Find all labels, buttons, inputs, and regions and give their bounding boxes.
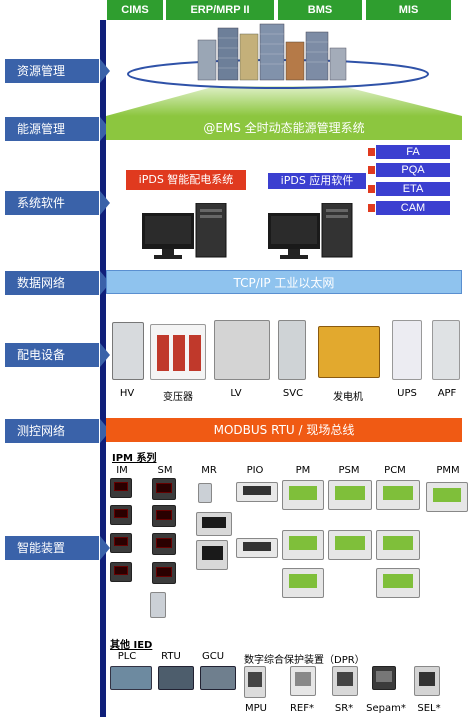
meter-mr (196, 512, 232, 536)
meter-pm (282, 568, 324, 598)
dpr-sr-image (332, 666, 358, 696)
layer-label-energy: 能源管理 (4, 116, 110, 142)
plc-image (110, 666, 152, 690)
ipm-series-title: IPM 系列 (112, 453, 157, 464)
transformer-image (150, 324, 206, 380)
ipm-model-mr: MR (201, 465, 217, 476)
gcu-image (200, 666, 236, 690)
layer-label-equipment: 配电设备 (4, 342, 110, 368)
din-rail-module (198, 483, 212, 503)
equipment-label-transformer: 变压器 (163, 392, 193, 403)
modbus-bar: MODBUS RTU / 现场总线 (106, 418, 462, 442)
ipm-model-sm: SM (157, 465, 173, 476)
hv-switchgear-image (112, 322, 144, 380)
other-ied-label-rtu: RTU (161, 651, 181, 662)
top-system-bms: BMS (278, 0, 362, 20)
other-ied-label-plc: PLC (117, 651, 137, 662)
meter-sm (152, 505, 176, 527)
equipment-label-hv: HV (119, 388, 135, 399)
layer-label-devices: 智能装置 (4, 535, 110, 561)
dpr-label-sr: SR* (334, 703, 354, 714)
lv-switchgear-image (214, 320, 270, 380)
meter-sm (152, 478, 176, 500)
app-pqa: PQA (368, 163, 450, 177)
svc-cabinet-image (278, 320, 306, 380)
dpr-mpu-image (244, 666, 266, 698)
ems-bar-label: @EMS 全时动态能源管理系统 (203, 121, 365, 135)
ipm-model-psm: PSM (338, 465, 360, 476)
top-system-mis: MIS (366, 0, 451, 20)
meter-psm (328, 530, 372, 560)
meter-sm (152, 562, 176, 584)
layer-axis-bar (100, 20, 106, 717)
app-cam: CAM (368, 201, 450, 215)
meter-pcm (376, 480, 420, 510)
other-ied-title: 其他 IED (110, 640, 153, 651)
meter-im (110, 562, 132, 582)
ems-bar: @EMS 全时动态能源管理系统 (106, 116, 462, 140)
meter-im (110, 533, 132, 553)
meter-pio (236, 482, 278, 502)
computer-icon (142, 203, 227, 259)
ipds-system-box: iPDS 智能配电系统 (126, 170, 246, 190)
generator-image (318, 326, 380, 378)
meter-pcm (376, 530, 420, 560)
meter-im (110, 478, 132, 498)
equipment-label-lv: LV (230, 388, 242, 399)
meter-pcm (376, 568, 420, 598)
app-fa: FA (368, 145, 450, 159)
dpr-label-sel: SEL* (417, 703, 441, 714)
meter-pm (282, 480, 324, 510)
other-ied-label-gcu: GCU (201, 651, 225, 662)
computer-icon (268, 203, 353, 259)
modbus-bar-label: MODBUS RTU / 现场总线 (213, 423, 355, 437)
layer-label-control-network: 测控网络 (4, 418, 110, 444)
app-eta: ETA (368, 182, 450, 196)
meter-pm (282, 530, 324, 560)
top-system-cims: CIMS (107, 0, 163, 20)
city-buildings-illustration (106, 23, 462, 116)
dpr-ref-image (290, 666, 316, 696)
equipment-label-ups: UPS (397, 388, 417, 399)
equipment-label-svc: SVC (282, 388, 304, 399)
meter-im (110, 505, 132, 525)
dpr-sepam-image (372, 666, 396, 690)
ipds-app-box: iPDS 应用软件 (268, 173, 366, 189)
layer-label-resource: 资源管理 (4, 58, 110, 84)
dpr-title: 数字综合保护装置（DPR） (244, 655, 365, 666)
apf-cabinet-image (432, 320, 460, 380)
ipm-model-pio: PIO (246, 465, 264, 476)
meter-pmm (426, 482, 468, 512)
meter-pio (236, 538, 278, 558)
ipm-model-pm: PM (295, 465, 311, 476)
equipment-label-generator: 发电机 (333, 392, 363, 403)
ups-image (392, 320, 422, 380)
equipment-label-apf: APF (437, 388, 457, 399)
meter-sm (152, 533, 176, 555)
ipm-model-pmm: PMM (436, 465, 460, 476)
ipm-model-pcm: PCM (384, 465, 406, 476)
meter-mr (196, 540, 228, 570)
dpr-label-sepam: Sepam* (366, 703, 406, 714)
din-rail-module (150, 592, 166, 618)
dpr-label-mpu: MPU (245, 703, 267, 714)
ipm-model-im: IM (116, 465, 128, 476)
tcp-ip-bar: TCP/IP 工业以太网 (106, 270, 462, 294)
rtu-image (158, 666, 194, 690)
dpr-label-ref: REF* (289, 703, 315, 714)
top-system-erp: ERP/MRP II (166, 0, 274, 20)
layer-label-network: 数据网络 (4, 270, 110, 296)
tcp-ip-bar-label: TCP/IP 工业以太网 (233, 276, 335, 290)
layer-label-software: 系统软件 (4, 190, 110, 216)
meter-psm (328, 480, 372, 510)
dpr-sel-image (414, 666, 440, 696)
